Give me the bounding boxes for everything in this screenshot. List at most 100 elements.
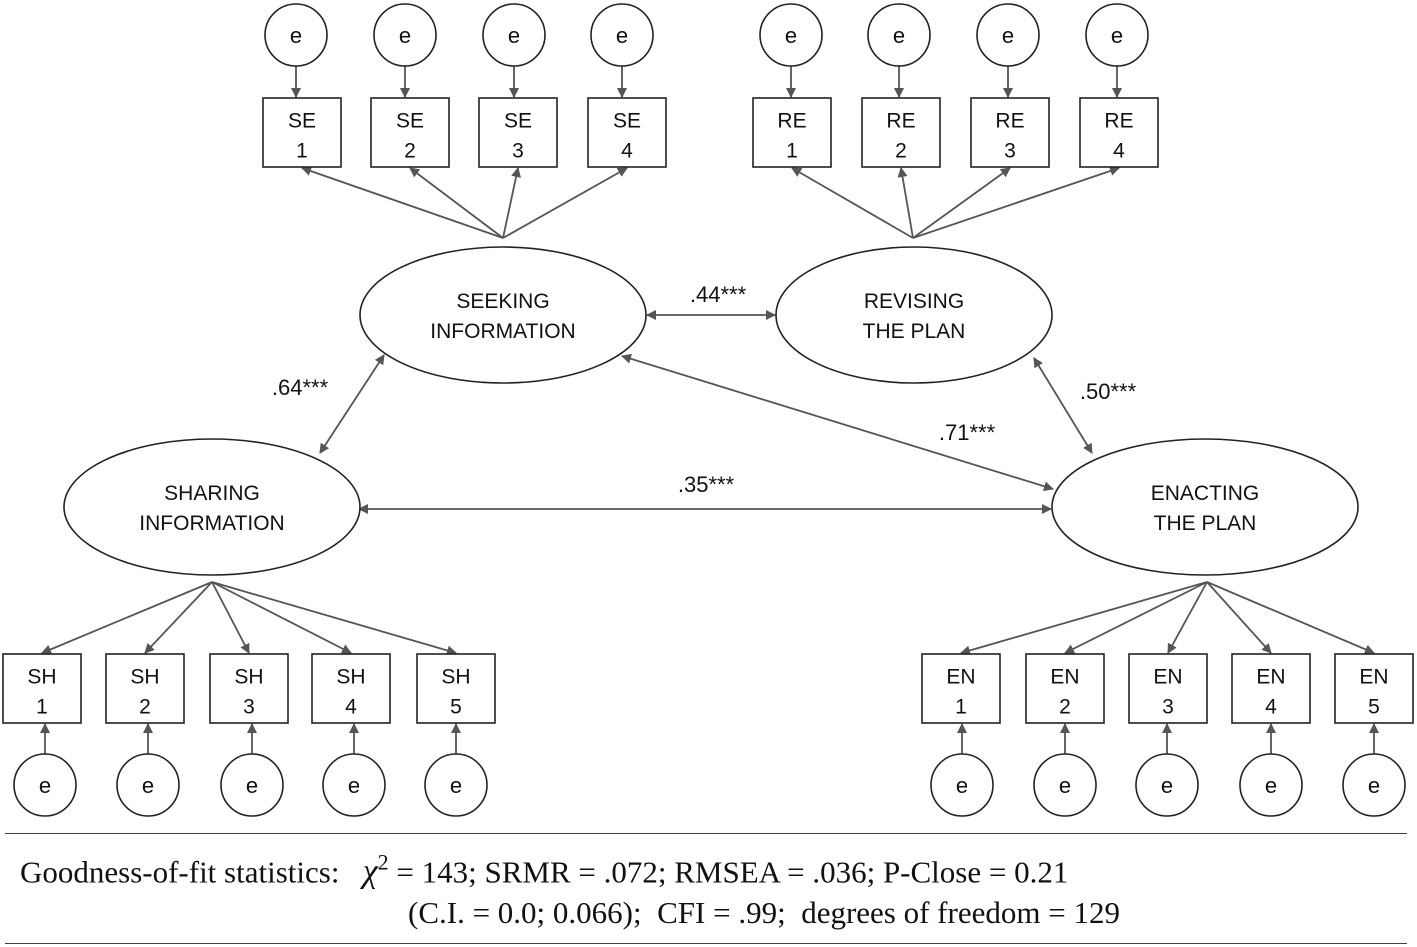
indicator-number-sh-1: 1 bbox=[36, 696, 48, 719]
latent-label-line2-re: THE PLAN bbox=[863, 320, 966, 343]
error-label-sh-3: e bbox=[246, 773, 258, 798]
indicator-code-en-5: EN bbox=[1359, 666, 1388, 689]
loading-arrow-se-4 bbox=[502, 167, 628, 239]
loading-arrow-sh-4 bbox=[211, 581, 352, 654]
fit-prefix: Goodness-of-fit statistics: bbox=[20, 854, 340, 890]
latent-label-line2-se: INFORMATION bbox=[430, 320, 575, 343]
correlation-label-re-en: .50*** bbox=[1080, 379, 1137, 404]
error-label-en-1: e bbox=[956, 773, 968, 798]
indicator-number-en-2: 2 bbox=[1059, 696, 1071, 719]
indicator-box-sh-5 bbox=[416, 653, 496, 724]
indicator-code-sh-3: SH bbox=[234, 666, 263, 689]
correlation-arrow-se-en bbox=[621, 353, 1054, 492]
error-term-re-1 bbox=[759, 3, 823, 67]
fit-statistics-line-2: (C.I. = 0.0; 0.066); CFI = .99; degrees … bbox=[408, 895, 1120, 930]
indicator-code-re-3: RE bbox=[995, 110, 1024, 133]
loading-arrow-re-4 bbox=[912, 166, 1120, 239]
error-label-sh-2: e bbox=[142, 773, 154, 798]
loading-arrow-se-1 bbox=[301, 166, 504, 239]
error-label-re-4: e bbox=[1111, 23, 1123, 48]
error-term-en-1 bbox=[930, 753, 994, 817]
chi-square-symbol: χ2 bbox=[362, 850, 389, 891]
latent-ellipse-seeking-information bbox=[359, 246, 647, 384]
indicator-box-re-2 bbox=[861, 97, 941, 168]
fit-line1-values: = 143; SRMR = .072; RMSEA = .036; P-Clos… bbox=[388, 854, 1069, 890]
loading-arrow-sh-1 bbox=[41, 581, 213, 655]
error-label-sh-1: e bbox=[39, 773, 51, 798]
loading-arrow-en-2 bbox=[1064, 581, 1208, 654]
error-label-en-5: e bbox=[1368, 773, 1380, 798]
indicator-box-se-3 bbox=[478, 97, 558, 168]
indicator-number-sh-4: 4 bbox=[345, 696, 357, 719]
indicator-box-re-3 bbox=[970, 97, 1050, 168]
indicator-code-sh-2: SH bbox=[130, 666, 159, 689]
indicator-number-en-1: 1 bbox=[955, 696, 967, 719]
error-term-sh-5 bbox=[424, 753, 488, 817]
indicator-number-se-3: 3 bbox=[512, 140, 524, 163]
loading-arrow-se-2 bbox=[409, 167, 504, 239]
indicator-box-re-1 bbox=[752, 97, 832, 168]
loading-arrow-en-3 bbox=[1167, 581, 1208, 654]
indicator-number-en-3: 3 bbox=[1162, 696, 1174, 719]
indicator-number-se-1: 1 bbox=[296, 140, 308, 163]
indicator-box-sh-4 bbox=[311, 653, 391, 724]
latent-label-line1-sh: SHARING bbox=[164, 482, 260, 505]
indicator-box-re-4 bbox=[1079, 97, 1159, 168]
error-term-sh-2 bbox=[116, 753, 180, 817]
indicator-code-en-1: EN bbox=[946, 666, 975, 689]
indicator-box-se-1 bbox=[262, 97, 342, 168]
error-label-se-3: e bbox=[508, 23, 520, 48]
latent-label-line2-sh: INFORMATION bbox=[139, 512, 284, 535]
indicator-box-en-1 bbox=[921, 653, 1001, 724]
correlation-label-se-en: .71*** bbox=[939, 420, 996, 445]
indicator-number-re-3: 3 bbox=[1004, 140, 1016, 163]
indicator-code-se-3: SE bbox=[504, 110, 532, 133]
latent-ellipse-sharing-information bbox=[63, 438, 361, 576]
latent-ellipse-revising-the-plan bbox=[775, 246, 1053, 384]
error-term-se-4 bbox=[590, 3, 654, 67]
indicator-code-re-2: RE bbox=[886, 110, 915, 133]
error-label-se-2: e bbox=[399, 23, 411, 48]
error-label-sh-4: e bbox=[348, 773, 360, 798]
error-term-sh-3 bbox=[220, 753, 284, 817]
indicator-number-se-4: 4 bbox=[621, 140, 633, 163]
indicator-box-en-4 bbox=[1231, 653, 1311, 724]
latent-label-line1-se: SEEKING bbox=[456, 290, 549, 313]
error-label-re-2: e bbox=[893, 23, 905, 48]
error-label-re-3: e bbox=[1002, 23, 1014, 48]
indicator-code-en-3: EN bbox=[1153, 666, 1182, 689]
indicator-code-sh-1: SH bbox=[27, 666, 56, 689]
indicator-number-sh-5: 5 bbox=[450, 696, 462, 719]
loading-arrow-sh-3 bbox=[211, 581, 250, 654]
error-term-en-2 bbox=[1033, 753, 1097, 817]
indicator-number-sh-2: 2 bbox=[139, 696, 151, 719]
error-label-en-2: e bbox=[1059, 773, 1071, 798]
error-label-se-1: e bbox=[290, 23, 302, 48]
indicator-code-re-1: RE bbox=[777, 110, 806, 133]
loading-arrow-en-1 bbox=[960, 581, 1208, 656]
indicator-code-sh-4: SH bbox=[336, 666, 365, 689]
error-term-re-2 bbox=[867, 3, 931, 67]
indicator-number-re-4: 4 bbox=[1113, 140, 1125, 163]
loading-arrow-sh-2 bbox=[144, 581, 213, 654]
correlation-arrow-se-sh bbox=[319, 354, 385, 454]
error-label-en-3: e bbox=[1161, 773, 1173, 798]
indicator-box-sh-3 bbox=[209, 653, 289, 724]
latent-label-line1-en: ENACTING bbox=[1151, 482, 1260, 505]
indicator-box-sh-2 bbox=[105, 653, 185, 724]
fit-divider-bottom bbox=[5, 943, 1407, 944]
loading-arrow-sh-5 bbox=[211, 581, 457, 656]
error-term-en-5 bbox=[1342, 753, 1406, 817]
error-label-se-4: e bbox=[616, 23, 628, 48]
correlation-label-sh-en: .35*** bbox=[678, 472, 735, 497]
loading-arrow-se-3 bbox=[502, 167, 522, 239]
indicator-number-en-4: 4 bbox=[1265, 696, 1277, 719]
latent-label-line2-en: THE PLAN bbox=[1154, 512, 1257, 535]
error-term-sh-4 bbox=[322, 753, 386, 817]
fit-divider-top bbox=[5, 833, 1407, 834]
indicator-code-sh-5: SH bbox=[441, 666, 470, 689]
latent-ellipse-enacting-the-plan bbox=[1051, 438, 1359, 576]
indicator-box-se-4 bbox=[587, 97, 667, 168]
indicator-box-en-3 bbox=[1128, 653, 1208, 724]
error-term-se-2 bbox=[373, 3, 437, 67]
